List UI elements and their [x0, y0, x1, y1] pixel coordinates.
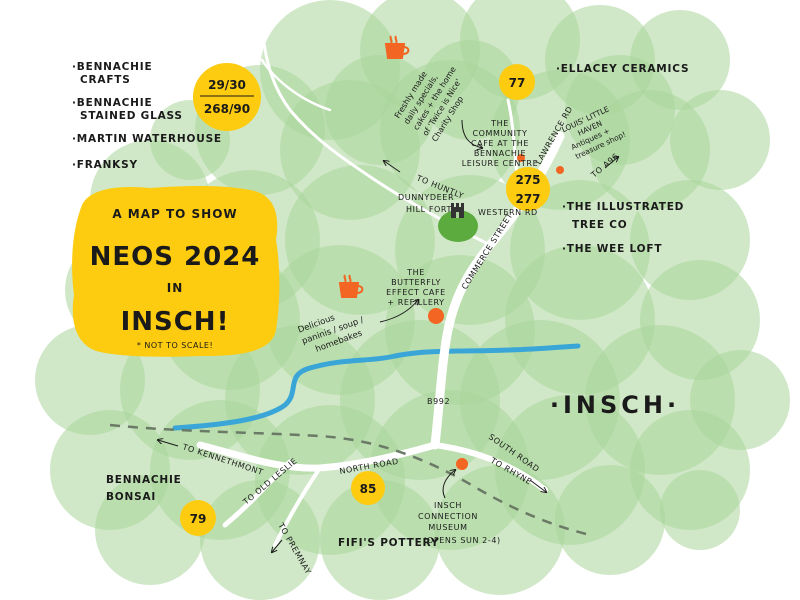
svg-text:DUNNYDEER: DUNNYDEER — [398, 193, 454, 202]
museum-marker — [456, 458, 468, 470]
green-blob — [435, 465, 565, 595]
green-blob — [660, 470, 740, 550]
badge-268-label: 268/90 — [204, 102, 250, 116]
venue-bennachie-bonsai: BENNACHIE BONSAI — [106, 474, 182, 503]
badge-277-label: 277 — [515, 192, 540, 206]
svg-text:CONNECTION: CONNECTION — [418, 512, 478, 521]
svg-text:MUSEUM: MUSEUM — [428, 523, 467, 532]
dunnydeer-hill — [438, 210, 478, 242]
venue-list-top-left: ·BENNACHIE CRAFTS ·BENNACHIE STAINED GLA… — [72, 61, 222, 171]
green-blob — [200, 480, 320, 600]
green-blob — [420, 40, 520, 140]
svg-text:INSCH: INSCH — [434, 501, 462, 510]
svg-text:CAFE AT THE: CAFE AT THE — [471, 139, 529, 148]
butterfly-cafe-marker — [428, 308, 444, 324]
svg-text:(OPENS SUN 2-4): (OPENS SUN 2-4) — [423, 536, 501, 545]
venue-bennachie-crafts-2: CRAFTS — [80, 74, 131, 86]
venue-illustrated-tree-1: ·THE ILLUSTRATED — [562, 201, 684, 213]
green-blob — [565, 55, 675, 165]
river — [172, 343, 581, 431]
badge-275-label: 275 — [515, 173, 540, 187]
venue-fifis-pottery: FIFI'S POTTERY — [338, 537, 439, 549]
green-blob — [95, 475, 205, 585]
venue-bennachie-glass-1: ·BENNACHIE — [72, 97, 152, 109]
louis-haven-marker — [556, 166, 564, 174]
road-label-western: WESTERN RD — [478, 208, 538, 217]
svg-text:BENNACHIE: BENNACHIE — [474, 149, 526, 158]
venue-bonsai-2: BONSAI — [106, 491, 156, 503]
venue-martin-waterhouse: ·MARTIN WATERHOUSE — [72, 133, 222, 145]
green-blob — [555, 465, 665, 575]
svg-text:LEISURE CENTRE: LEISURE CENTRE — [462, 159, 539, 168]
place-label: ·INSCH· — [550, 391, 680, 419]
badge-79-label: 79 — [190, 512, 207, 526]
railway-line — [109, 423, 591, 537]
green-blob — [320, 480, 440, 600]
svg-text:THE: THE — [406, 268, 425, 277]
venue-list-right: ·THE ILLUSTRATED TREE CO ·THE WEE LOFT — [562, 201, 684, 255]
badge-275-277: 275 277 — [506, 167, 550, 211]
badge-79: 79 — [180, 500, 216, 536]
badge-29-label: 29/30 — [208, 78, 246, 92]
green-blob — [670, 90, 770, 190]
title-note: * NOT TO SCALE! — [137, 341, 213, 350]
svg-text:EFFECT CAFE: EFFECT CAFE — [386, 288, 446, 297]
road-label-b992: B992 — [427, 397, 450, 406]
svg-text:COMMUNITY: COMMUNITY — [472, 129, 527, 138]
title-line-2: NEOS 2024 — [90, 242, 261, 272]
venue-ellacey-ceramics: ·ELLACEY CERAMICS — [556, 63, 689, 75]
venue-wee-loft: ·THE WEE LOFT — [562, 243, 662, 255]
venue-bonsai-1: BENNACHIE — [106, 474, 182, 486]
badge-77: 77 — [499, 64, 535, 100]
castle-icon — [451, 203, 464, 218]
venue-franksy: ·FRANKSY — [72, 159, 138, 171]
community-cafe-marker — [517, 154, 525, 162]
badge-77-label: 77 — [509, 76, 526, 90]
badge-85-label: 85 — [360, 482, 377, 496]
title-line-4: INSCH! — [121, 307, 230, 337]
green-blob — [325, 55, 435, 165]
title-line-3: IN — [167, 281, 184, 295]
svg-text:THE: THE — [490, 119, 509, 128]
svg-text:HILL FORT: HILL FORT — [406, 205, 452, 214]
museum-label: INSCH CONNECTION MUSEUM (OPENS SUN 2-4) — [418, 501, 501, 545]
badge-29-268: 29/30 268/90 — [193, 63, 261, 131]
dunnydeer-label: DUNNYDEER HILL FORT — [398, 193, 454, 214]
title-box: A MAP TO SHOW NEOS 2024 IN INSCH! * NOT … — [72, 186, 280, 357]
svg-text:BUTTERFLY: BUTTERFLY — [391, 278, 441, 287]
coffee-cup-icon — [384, 35, 410, 59]
venue-illustrated-tree-2: TREE CO — [572, 219, 627, 231]
community-cafe-label: THE COMMUNITY CAFE AT THE BENNACHIE LEIS… — [462, 119, 539, 168]
venue-bennachie-glass-2: STAINED GLASS — [80, 110, 183, 122]
badge-85: 85 — [351, 471, 385, 505]
venue-bennachie-crafts-1: ·BENNACHIE — [72, 61, 152, 73]
coffee-cup-icon — [338, 274, 364, 298]
title-line-1: A MAP TO SHOW — [112, 207, 237, 221]
green-landscape — [35, 0, 790, 600]
